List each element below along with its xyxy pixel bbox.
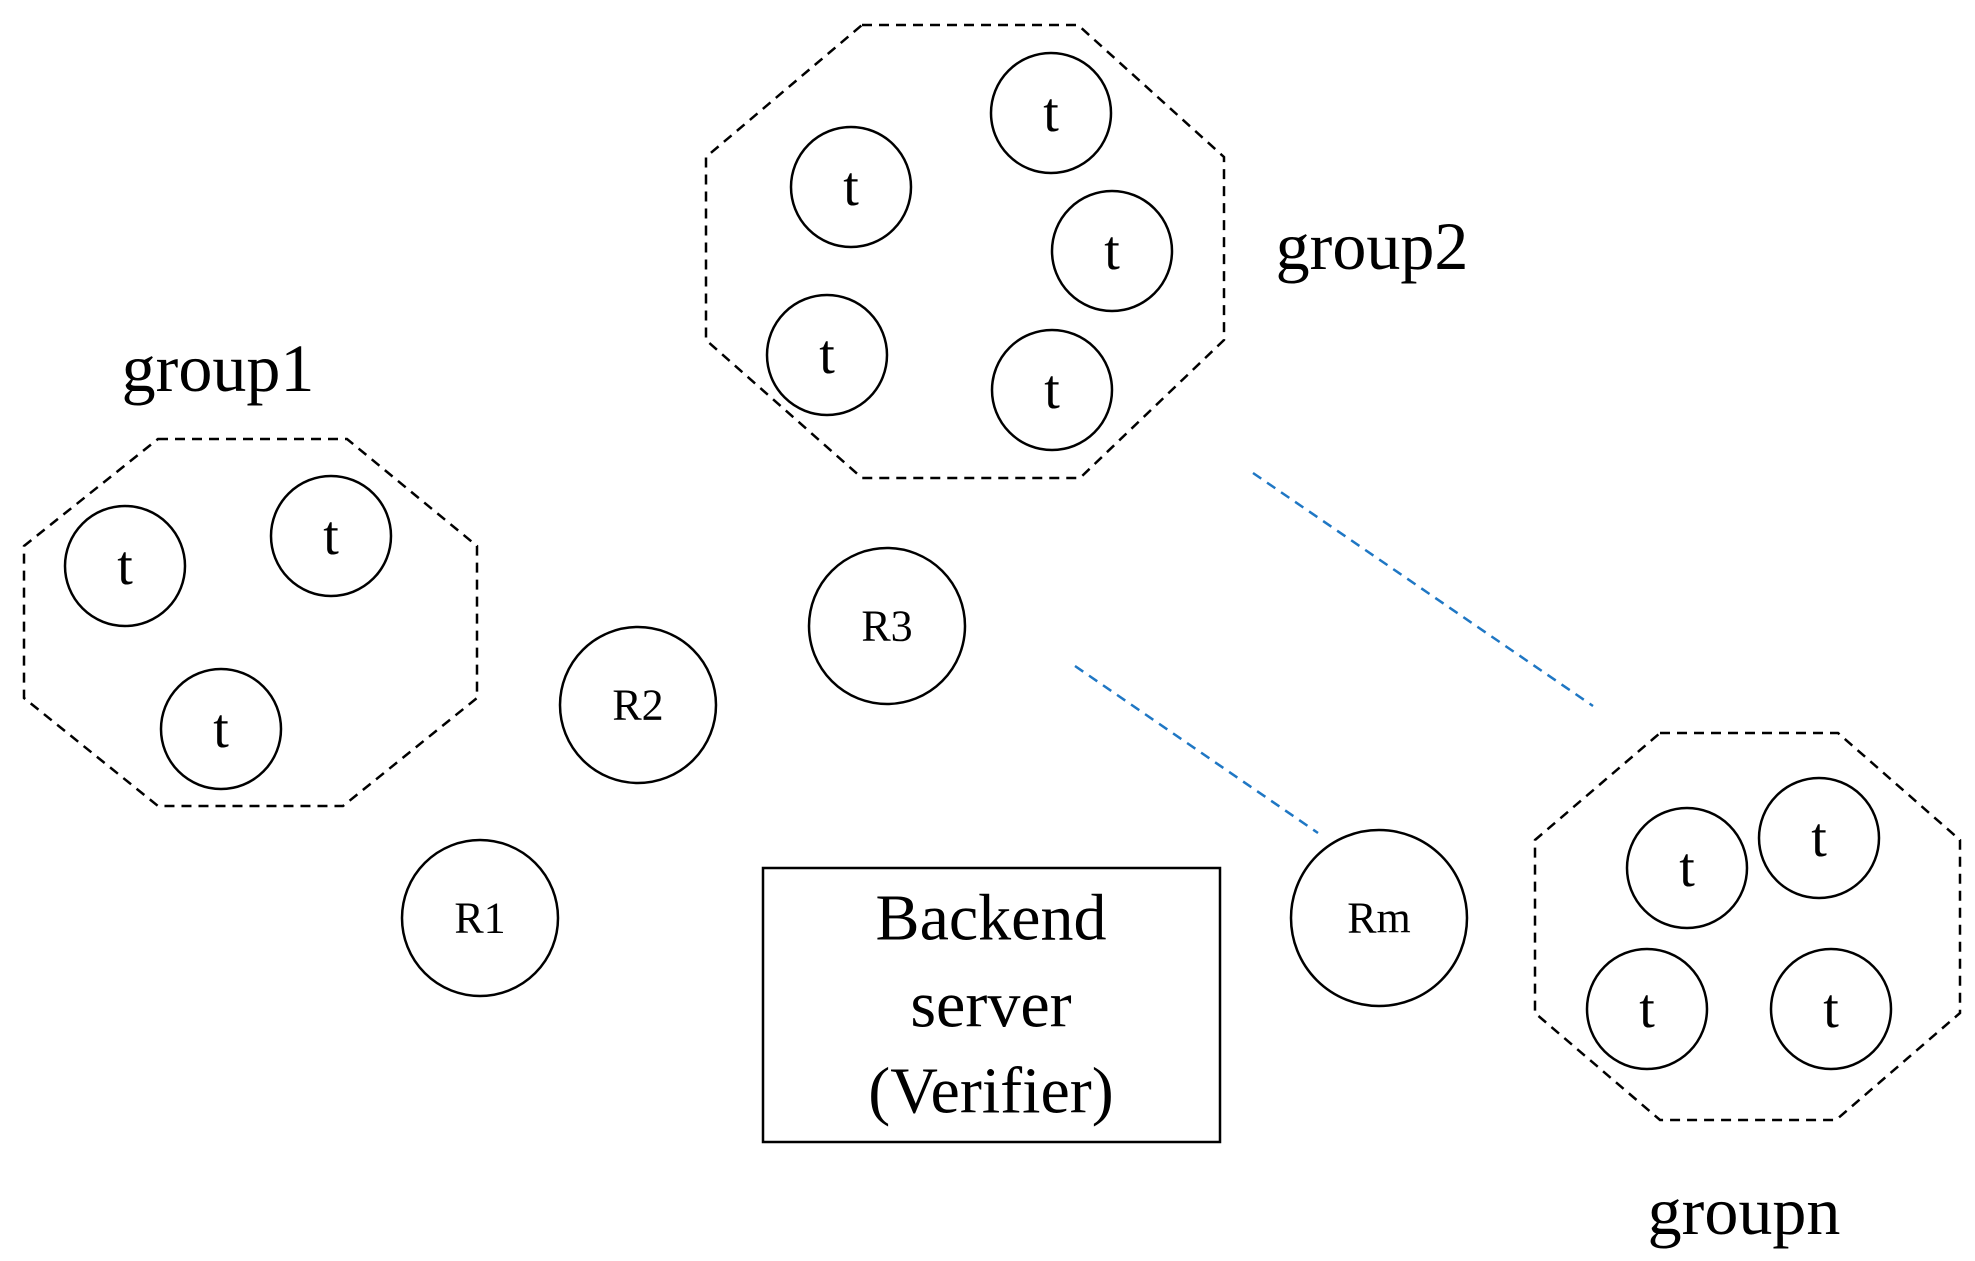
ellipsis-line-readers: [1074, 664, 1319, 835]
svg-text:t: t: [843, 156, 859, 218]
tag-node: t: [1769, 947, 1893, 1071]
svg-text:t: t: [1043, 82, 1059, 144]
svg-text:t: t: [117, 535, 133, 597]
tag-node: t: [269, 474, 393, 598]
tag-node: t: [789, 125, 913, 249]
reader-node-r1: R1: [400, 838, 560, 998]
svg-text:t: t: [1639, 978, 1655, 1040]
backend-server-box: Backend server (Verifier): [761, 866, 1222, 1144]
svg-text:R2: R2: [612, 681, 663, 730]
server-label-line2: server: [910, 969, 1071, 1042]
group-1-boundary: [22, 437, 479, 808]
group-1-label: group1: [122, 330, 315, 406]
tag-node: t: [1585, 947, 1709, 1071]
group-n-label: groupn: [1648, 1173, 1841, 1249]
svg-text:R3: R3: [861, 602, 912, 651]
tag-node: t: [989, 51, 1113, 175]
svg-text:Rm: Rm: [1347, 894, 1411, 943]
server-label-line1: Backend: [876, 882, 1107, 955]
group-1: t t t group1: [22, 330, 479, 808]
server-label-line3: (Verifier): [868, 1055, 1114, 1128]
svg-text:t: t: [1104, 220, 1120, 282]
svg-text:t: t: [819, 324, 835, 386]
svg-text:t: t: [1811, 807, 1827, 869]
group-n-boundary: [1533, 731, 1962, 1122]
svg-text:t: t: [213, 698, 229, 760]
tag-node: t: [159, 667, 283, 791]
tag-node: t: [1625, 806, 1749, 930]
svg-text:t: t: [1823, 978, 1839, 1040]
svg-text:t: t: [1044, 359, 1060, 421]
svg-text:R1: R1: [454, 894, 505, 943]
group-n: t t t t groupn: [1533, 731, 1962, 1249]
tag-node: t: [765, 293, 889, 417]
svg-text:t: t: [1679, 837, 1695, 899]
ellipsis-line-groups: [1252, 471, 1594, 708]
svg-text:t: t: [323, 505, 339, 567]
group-2-boundary: [704, 23, 1226, 480]
tag-node: t: [1757, 776, 1881, 900]
tag-node: t: [63, 504, 187, 628]
tag-node: t: [1050, 189, 1174, 313]
group-2: t t t t t group2: [704, 23, 1469, 480]
tag-node: t: [990, 328, 1114, 452]
group-2-label: group2: [1276, 208, 1469, 284]
reader-node-rm: Rm: [1289, 828, 1469, 1008]
reader-node-r3: R3: [807, 546, 967, 706]
reader-node-r2: R2: [558, 625, 718, 785]
